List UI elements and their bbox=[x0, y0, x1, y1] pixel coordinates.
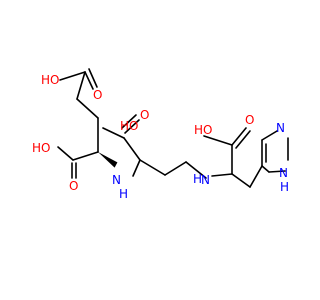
label-o-left: O bbox=[69, 179, 78, 193]
label-n-glu: N bbox=[112, 173, 121, 187]
ring-bond-4 bbox=[268, 170, 286, 173]
label-h-glu: H bbox=[119, 187, 128, 201]
bond-c-oh-mid bbox=[102, 127, 125, 139]
bond-ch2-ch2-mid bbox=[164, 161, 187, 176]
bond-c-o-mid-b bbox=[121, 114, 137, 129]
label-ho-left: HO bbox=[32, 141, 50, 155]
label-o-top: O bbox=[93, 88, 102, 102]
bond-c-ch2 bbox=[76, 71, 86, 100]
label-ho-top: HO bbox=[41, 73, 59, 87]
bond-ch2-ring bbox=[249, 165, 263, 188]
bond-calpha-cooh bbox=[72, 151, 99, 161]
bond-ch2-n bbox=[185, 161, 207, 179]
bond-c-o-his-a bbox=[231, 127, 247, 146]
bond-c-oh-his bbox=[203, 135, 233, 146]
bond-c-o-mid-a bbox=[124, 119, 140, 134]
wedge-glu-n bbox=[98, 152, 118, 168]
bond-c-cooh-mid bbox=[123, 137, 141, 161]
label-h-ring: H bbox=[280, 180, 289, 194]
label-h-his: H bbox=[193, 172, 202, 186]
label-ho-mid: HO bbox=[120, 119, 138, 133]
bond-calpha-ch2 bbox=[231, 173, 251, 188]
bond-c-oh-left bbox=[57, 146, 74, 161]
bond-n-calpha-his bbox=[211, 173, 233, 177]
label-ho-right: HO bbox=[194, 123, 212, 137]
label-n-ring: N bbox=[276, 121, 285, 135]
molecule-diagram: HO O HO O N H HO O HO O N H N N H bbox=[32, 68, 289, 201]
label-o-right: O bbox=[245, 113, 254, 127]
bond-ch2-ch2 bbox=[76, 98, 99, 119]
bond-n-c-mid bbox=[132, 159, 141, 177]
structure-drawing: HO O HO O N H HO O HO O N H N N H bbox=[32, 68, 289, 201]
ring-bond-2 bbox=[261, 130, 278, 141]
ring-bond-5 bbox=[261, 165, 270, 173]
label-n-ring-h: N bbox=[279, 166, 288, 180]
label-n-his: N bbox=[201, 173, 210, 187]
label-o-mid: O bbox=[140, 108, 149, 122]
bond-c-ch2-mid bbox=[139, 159, 166, 176]
bond-c-o-a bbox=[84, 71, 94, 90]
bond-c-o-b bbox=[88, 68, 98, 88]
bond-ho-c bbox=[59, 71, 86, 81]
bond-c-o-his-b bbox=[235, 130, 251, 149]
